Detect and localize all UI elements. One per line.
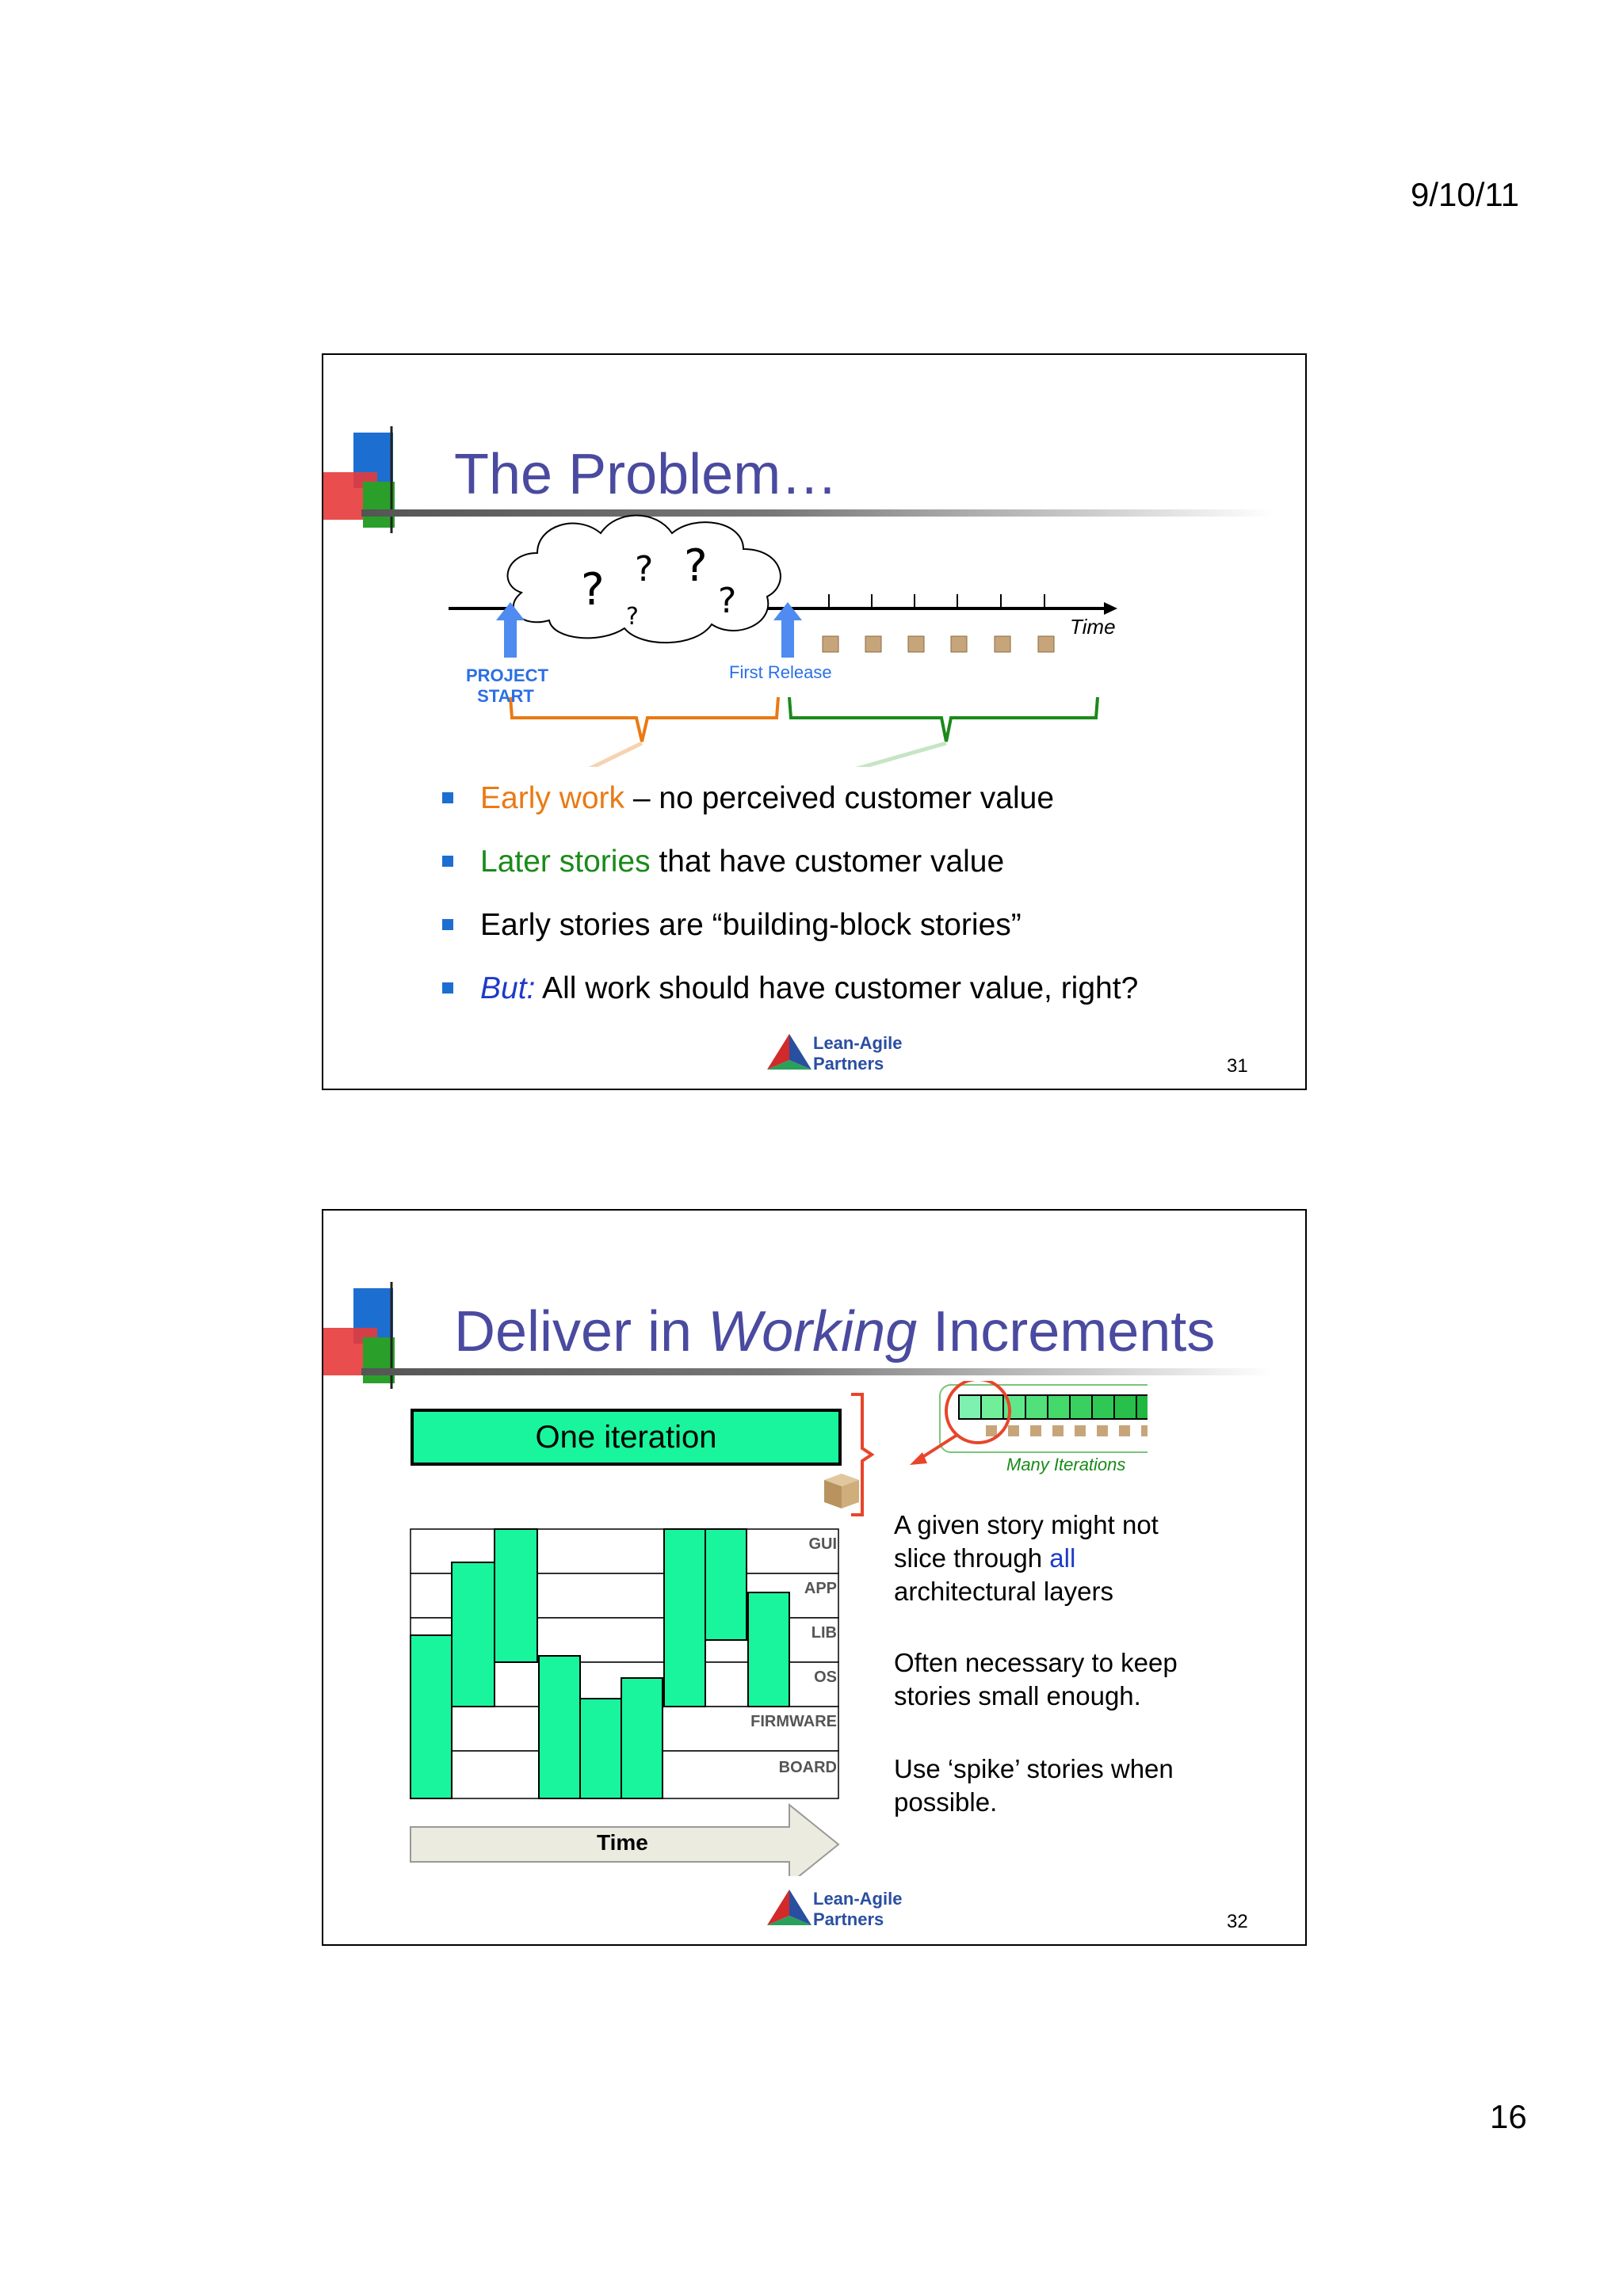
bullet-building-block: Early stories are “building-block storie… xyxy=(442,894,1138,957)
many-iterations-diagram xyxy=(910,1381,1148,1465)
bullet-list: Early work – no perceived customer value… xyxy=(442,767,1138,1020)
page-number: 16 xyxy=(1490,2098,1527,2135)
slide-title: The Problem… xyxy=(454,443,838,506)
slide-deliver-increments: Deliver in Working Increments One iterat… xyxy=(322,1209,1307,1946)
time-arrow xyxy=(410,1802,840,1876)
project-start-label: PROJECT START xyxy=(466,666,548,706)
slide-the-problem: The Problem… ? ? ? ? ? PROJECT xyxy=(322,353,1307,1090)
title-underline xyxy=(361,509,1273,517)
slide-corner-decoration xyxy=(323,1282,395,1389)
uncertainty-cloud xyxy=(506,514,781,644)
many-iterations-label: Many Iterations xyxy=(1006,1455,1126,1474)
bullet-customer-value: But: All work should have customer value… xyxy=(442,957,1138,1020)
lean-agile-logo: Lean-Agile Partners xyxy=(766,1030,924,1077)
slide-title: Deliver in Working Increments xyxy=(454,1300,1216,1363)
later-stories-brace xyxy=(788,696,1099,742)
layer-board: BOARD xyxy=(778,1759,837,1776)
project-start-arrow xyxy=(496,602,525,658)
layer-lib: LIB xyxy=(811,1624,837,1642)
story-slice-text: A given story might not slice through al… xyxy=(894,1510,1159,1606)
bullet-early-work: Early work – no perceived customer value xyxy=(442,767,1138,830)
one-iteration-box: One iteration xyxy=(411,1409,842,1466)
svg-text:?: ? xyxy=(684,540,708,592)
page-date: 9/10/11 xyxy=(1411,176,1520,213)
lean-agile-logo: Lean-Agile Partners xyxy=(766,1886,924,1933)
bullet-later-stories: Later stories that have customer value xyxy=(442,830,1138,894)
story-box-icon xyxy=(824,1474,859,1508)
slide-number: 31 xyxy=(1227,1055,1248,1077)
logo-pyramid-icon xyxy=(767,1890,812,1925)
slide-corner-decoration xyxy=(323,426,395,533)
layer-os: OS xyxy=(814,1669,837,1686)
small-stories-text: Often necessary to keep stories small en… xyxy=(894,1648,1178,1711)
svg-text:?: ? xyxy=(718,581,736,621)
highlight-circle xyxy=(945,1381,1011,1444)
first-release-label: First Release xyxy=(729,662,832,682)
timeline-time-label: Time xyxy=(1070,615,1116,639)
title-underline xyxy=(361,1368,1273,1375)
time-axis-label: Time xyxy=(597,1830,648,1855)
early-work-brace xyxy=(509,696,780,742)
layer-gui: GUI xyxy=(808,1535,837,1553)
first-release-arrow xyxy=(773,602,802,658)
svg-text:?: ? xyxy=(581,564,605,616)
architecture-layers-diagram xyxy=(410,1528,840,1876)
timeline-diagram: ? ? ? ? ? xyxy=(449,514,1117,767)
svg-text:?: ? xyxy=(626,603,639,631)
iteration-bracket xyxy=(851,1393,875,1516)
spike-stories-text: Use ‘spike’ stories when possible. xyxy=(894,1754,1174,1817)
svg-text:?: ? xyxy=(635,549,653,589)
logo-pyramid-icon xyxy=(767,1034,812,1070)
slide-number: 32 xyxy=(1227,1911,1248,1932)
layer-firmware: FIRMWARE xyxy=(750,1713,837,1730)
layer-app: APP xyxy=(804,1580,837,1597)
